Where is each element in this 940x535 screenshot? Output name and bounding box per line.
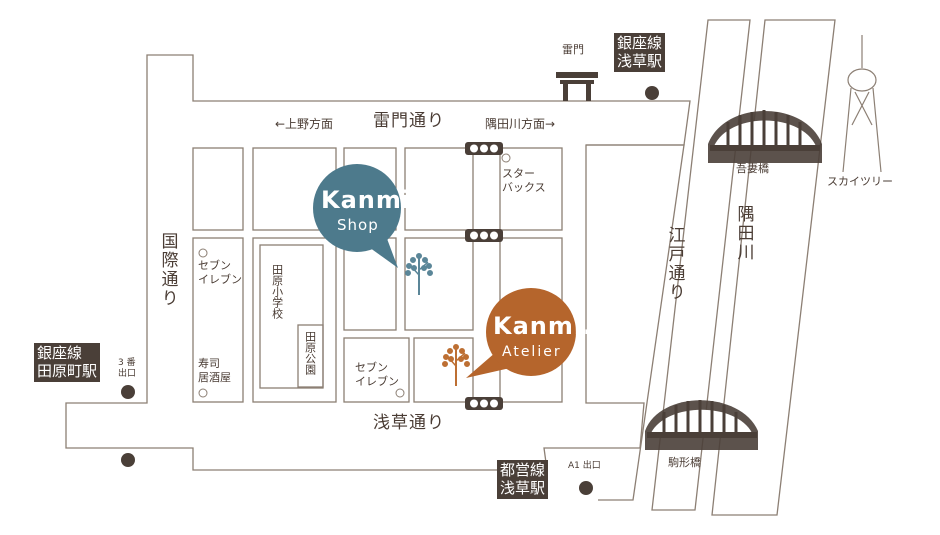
label-school: 田原小学校 (270, 264, 284, 319)
edo-street-edge (586, 144, 685, 501)
park-area (297, 324, 324, 388)
kanmi-atelier-name: Kanmi. (493, 312, 594, 340)
city-block (343, 337, 410, 403)
city-block (404, 147, 474, 231)
station-name: 田原町駅 (37, 361, 98, 380)
label-park: 田原公園 (303, 331, 317, 375)
label-skytree: スカイツリー (827, 175, 893, 188)
bridge-icon (645, 400, 758, 450)
label-komagatabashi: 駒形橋 (668, 456, 701, 469)
label-seven-eleven-2a: セブン (355, 361, 388, 374)
station-line-name: 銀座線 (617, 34, 663, 52)
station-exit-icon (121, 385, 135, 399)
traffic-light-icon (465, 397, 503, 410)
city-block (404, 237, 474, 331)
kanmi-atelier-badge[interactable]: Kanmi. Atelier (486, 288, 592, 376)
city-block (252, 237, 337, 403)
torii-gate-icon (556, 72, 598, 101)
river-sumida: 隅田川 (733, 205, 754, 262)
school-building (259, 244, 324, 389)
direction-sumidagawa: 隅田川方面→ (485, 117, 556, 131)
kanmi-shop-badge[interactable]: Kanmi. Shop (313, 164, 420, 252)
direction-ueno: ←上野方面 (275, 117, 334, 131)
label-seven-eleven-2b: イレブン (355, 375, 399, 388)
label-starbucks-1: スター (502, 167, 535, 180)
tree-icon (442, 344, 470, 386)
city-block (499, 147, 563, 231)
tree-icon (405, 253, 433, 295)
sushi-marker (198, 388, 208, 398)
label-kaminarimon-gate: 雷門 (562, 43, 584, 56)
road-asakusa: 浅草通り (373, 413, 445, 433)
city-block (192, 147, 244, 231)
label-azumabashi: 吾妻橋 (736, 162, 769, 175)
seven-eleven-marker (395, 388, 405, 398)
riverbank-east (711, 19, 836, 516)
kanmi-shop-name: Kanmi. (321, 186, 422, 214)
bridge-icon (708, 110, 822, 163)
riverbank-west (651, 19, 751, 511)
station-line-name: 銀座線 (37, 344, 83, 362)
label-exit-a1: A1 出口 (568, 461, 601, 471)
label-exit3-1: 3 番 (118, 358, 136, 368)
seven-eleven-marker (198, 248, 208, 258)
station-exit-icon (121, 453, 135, 467)
city-block (413, 337, 474, 403)
label-seven-eleven-1b: イレブン (198, 273, 242, 286)
station-name: 浅草駅 (500, 478, 546, 497)
label-sushi-2: 居酒屋 (198, 371, 231, 384)
shop-markers (198, 153, 511, 398)
station-exit-icon (579, 481, 593, 495)
station-sign-toei-asakusa: 都営線 浅草駅 (497, 460, 549, 500)
label-seven-eleven-1a: セブン (198, 259, 231, 272)
station-name: 浅草駅 (617, 51, 663, 70)
station-exits (121, 86, 659, 495)
station-exit-icon (645, 86, 659, 100)
street-outline (65, 54, 691, 471)
skytree-icon (842, 35, 882, 173)
label-sushi-1: 寿司 (198, 357, 220, 370)
label-exit3-2: 出口 (118, 369, 137, 379)
road-kaminarimon: 雷門通り (373, 111, 445, 131)
road-kokusai: 国際通り (157, 232, 178, 308)
station-sign-ginza-tawaramachi: 銀座線 田原町駅 (34, 343, 101, 383)
kanmi-atelier-sub: Atelier (502, 344, 562, 360)
station-line-name: 都営線 (500, 461, 546, 479)
kanmi-shop-sub: Shop (337, 216, 379, 234)
road-edo: 江戸通り (664, 226, 685, 302)
traffic-light-icon (465, 229, 503, 242)
station-sign-ginza-asakusa: 銀座線 浅草駅 (614, 33, 666, 73)
label-starbucks-2: バックス (502, 181, 546, 194)
traffic-light-icon (465, 142, 503, 155)
city-block (192, 237, 244, 403)
starbucks-marker (501, 153, 511, 163)
